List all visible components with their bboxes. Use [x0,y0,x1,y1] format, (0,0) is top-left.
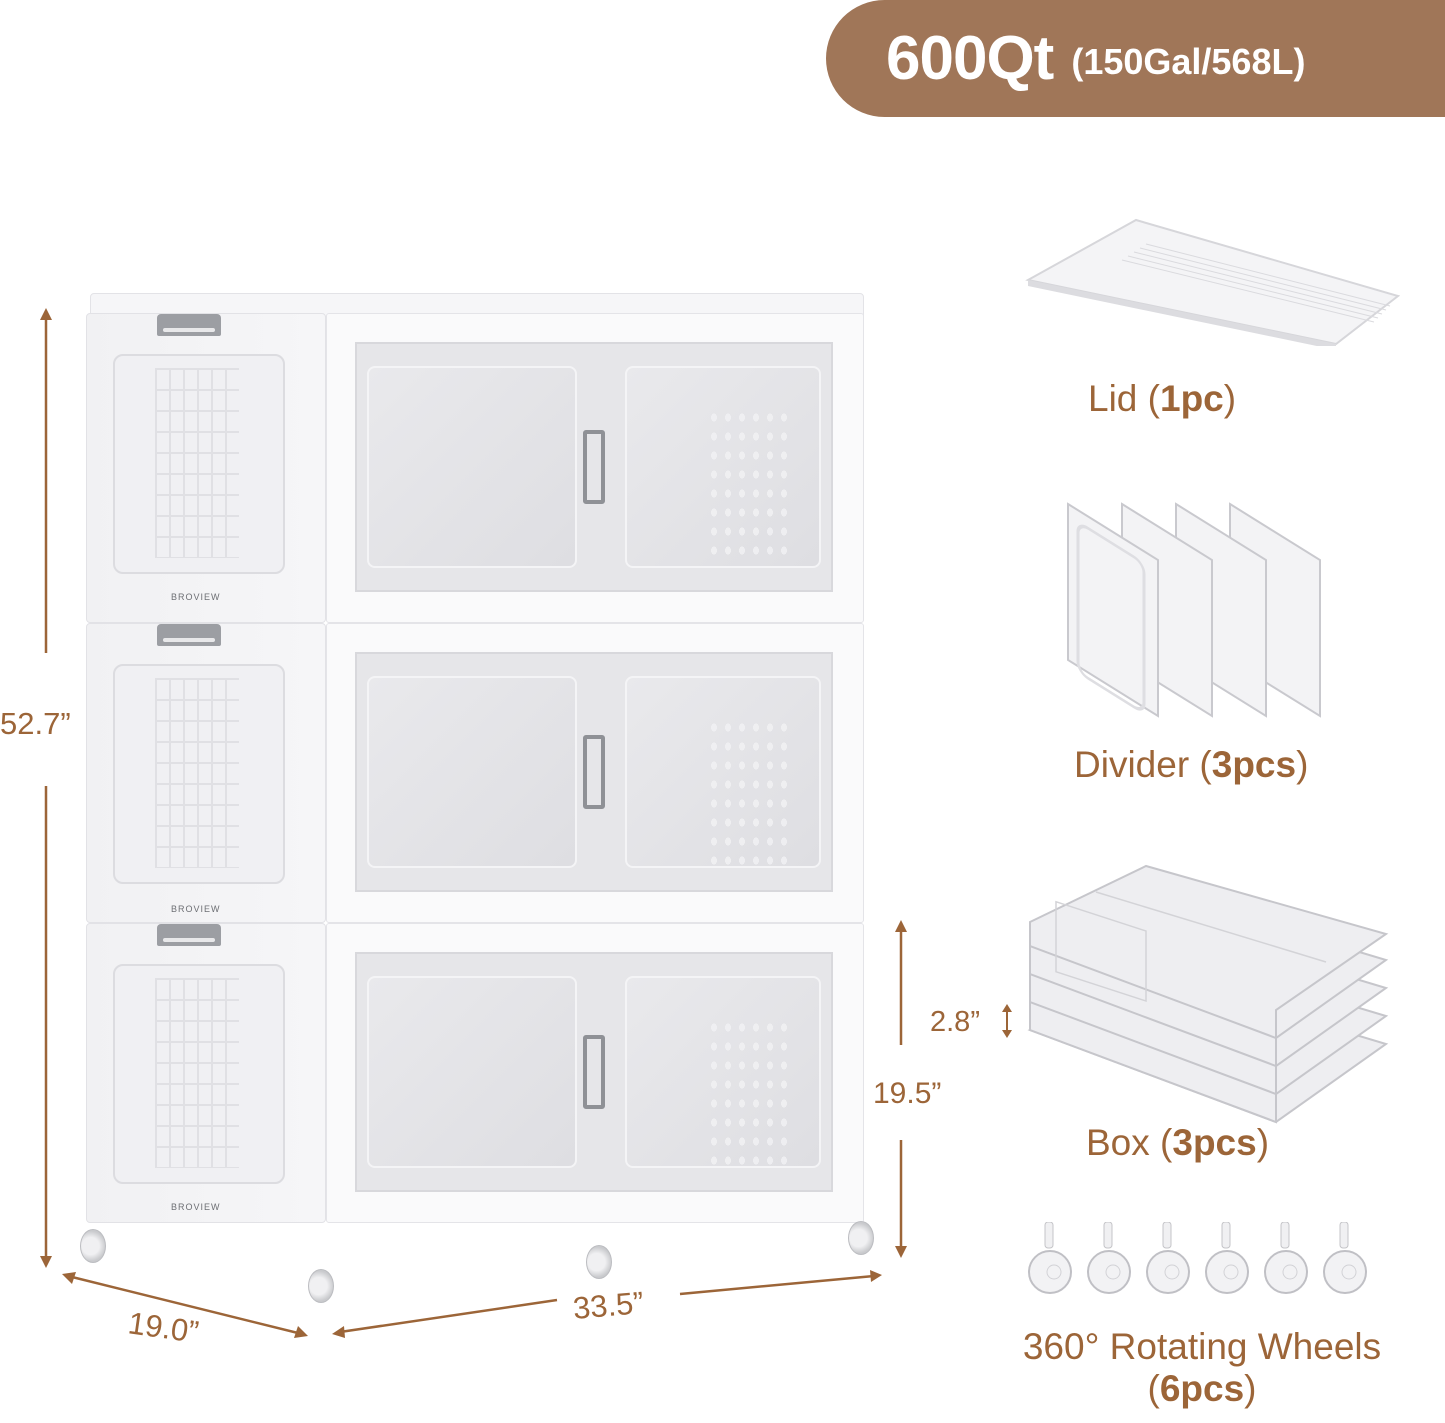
tier-side-panel: BROVIEW [86,313,326,623]
door-handle-icon[interactable] [583,735,605,809]
caster-wheel-icon [848,1221,874,1255]
caster-wheel-icon [1087,1222,1131,1294]
grid-texture [155,978,239,1168]
tier-side-panel: BROVIEW [86,923,326,1223]
side-panel-recess [113,664,285,884]
door-right[interactable] [625,676,821,868]
brand-logo: BROVIEW [171,904,221,914]
lid-icon [1025,218,1400,346]
accessory-divider-label: Divider (3pcs) [1074,744,1309,785]
side-handle-icon [157,924,221,946]
door-left[interactable] [367,676,577,868]
capacity-badge: 600Qt (150Gal/568L) [826,0,1445,117]
caster-wheel-icon [308,1269,334,1303]
caster-wheel-icon [586,1245,612,1279]
depth-arrow-icon [62,1272,308,1338]
door-right[interactable] [625,976,821,1168]
wheels-row [1026,1222,1376,1297]
brand-logo: BROVIEW [171,1202,221,1212]
accessory-wheels-label: 360° Rotating Wheels(6pcs) [1022,1326,1382,1409]
door-right[interactable] [625,366,821,568]
door-handle-icon[interactable] [583,1035,605,1109]
caster-wheel-icon [1146,1222,1190,1294]
side-handle-icon [157,314,221,336]
dot-texture [707,718,791,868]
door-left[interactable] [367,976,577,1168]
tier-front [326,313,864,623]
side-handle-icon [157,624,221,646]
cabinet-tier-bottom: BROVIEW [86,923,864,1223]
width-label: 33.5” [571,1284,646,1327]
grid-texture [155,678,239,868]
storage-cabinet-image: BROVIEW BROVIEW BR [80,293,874,1303]
door-frame [355,652,833,892]
door-frame [355,952,833,1192]
caster-wheel-icon [1205,1222,1249,1294]
cabinet-tier-middle: BROVIEW [86,623,864,923]
door-left[interactable] [367,366,577,568]
height-arrow-icon [40,308,52,1268]
box-height-arrow-icon [895,920,907,1258]
accessory-lid-label: Lid (1pc) [1088,378,1237,419]
grid-texture [155,368,239,558]
brand-logo: BROVIEW [171,592,221,602]
caster-wheel-icon [1323,1222,1367,1294]
caster-wheel-icon [1264,1222,1308,1294]
dot-texture [707,408,791,558]
total-height-label: 52.7” [0,706,71,741]
folded-thickness-label: 2.8” [930,1006,980,1038]
door-handle-icon[interactable] [583,430,605,504]
box-height-label: 19.5” [873,1077,942,1110]
tier-front [326,623,864,923]
accessory-box-label: Box (3pcs) [1086,1122,1270,1163]
tier-side-panel: BROVIEW [86,623,326,923]
divider-icon [1067,502,1321,718]
width-arrow-icon [332,1270,882,1338]
dot-texture [707,1018,791,1168]
thickness-arrow-icon [1002,1004,1012,1038]
tier-front [326,923,864,1223]
capacity-quarts: 600Qt [886,24,1054,93]
door-frame [355,342,833,592]
caster-wheel-icon [1028,1222,1072,1294]
side-panel-recess [113,964,285,1184]
side-panel-recess [113,354,285,574]
capacity-gallons-liters: (150Gal/568L) [1071,40,1306,82]
folded-box-icon [1027,864,1389,1124]
caster-wheel-icon [80,1229,106,1263]
cabinet-tier-top: BROVIEW [86,313,864,623]
